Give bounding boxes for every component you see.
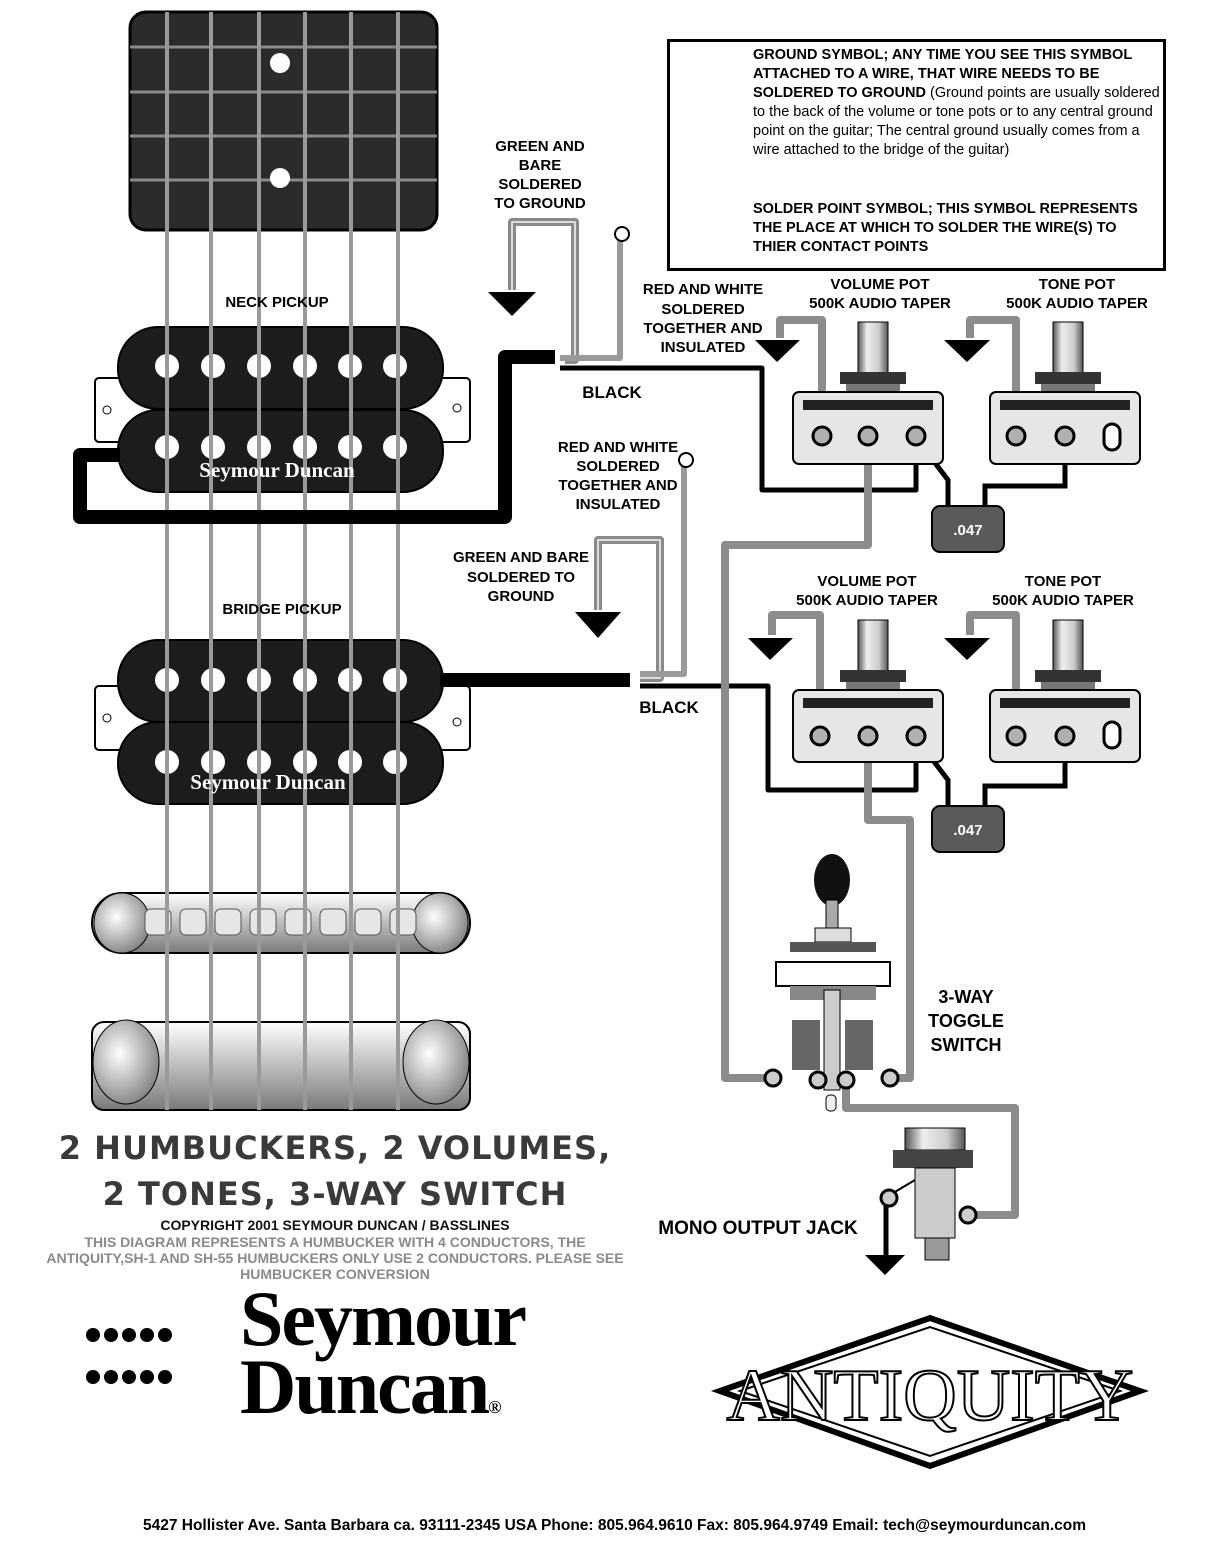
pot-wiring <box>721 316 1020 1219</box>
title-line-2: 2 TONES, 3-WAY SWITCH <box>102 1175 568 1213</box>
svg-text:GREEN AND BARE: GREEN AND BARE <box>453 549 589 566</box>
pickup-cables <box>73 350 630 687</box>
solder-point <box>809 422 1122 750</box>
copyright: COPYRIGHT 2001 SEYMOUR DUNCAN / BASSLINE… <box>160 1217 510 1233</box>
title-line-1: 2 HUMBUCKERS, 2 VOLUMES, <box>58 1129 612 1167</box>
neck-black-label: BLACK <box>582 383 642 402</box>
tone-pot-label-neck: TONE POT 500K AUDIO TAPER <box>1006 276 1148 312</box>
svg-text:VOLUME POT: VOLUME POT <box>817 573 916 590</box>
cap-value-label-2: .047 <box>953 822 982 839</box>
ground-symbol <box>488 292 990 1275</box>
tune-o-matic-bridge <box>91 892 471 954</box>
neck-brand-label: Seymour Duncan <box>199 458 355 482</box>
svg-text:500K AUDIO TAPER: 500K AUDIO TAPER <box>992 592 1134 609</box>
svg-text:TO GROUND: TO GROUND <box>494 195 586 212</box>
svg-text:SOLDERED: SOLDERED <box>661 301 745 318</box>
output-jack-label: MONO OUTPUT JACK <box>658 1218 858 1239</box>
svg-text:TOGETHER AND: TOGETHER AND <box>558 477 677 494</box>
brand-line-2: Duncan <box>240 1343 490 1430</box>
registered-mark: ® <box>488 1397 502 1417</box>
svg-text:SWITCH: SWITCH <box>931 1035 1002 1055</box>
legend-ground-heading: GROUND SYMBOL; ANY TIME YOU SEE THIS SYM… <box>753 47 1132 101</box>
neck-pickup-label: NECK PICKUP <box>225 294 328 311</box>
output-jack <box>879 1127 978 1261</box>
svg-text:BARE: BARE <box>519 157 562 174</box>
bridge-ground-label: GREEN AND BARE SOLDERED TO GROUND <box>453 549 589 605</box>
neck-ground-label: GREEN AND BARE SOLDERED TO GROUND <box>494 138 586 212</box>
svg-text:SOLDERED TO: SOLDERED TO <box>467 569 575 586</box>
svg-text:INSULATED: INSULATED <box>661 339 746 356</box>
footer-contact: 5427 Hollister Ave. Santa Barbara ca. 93… <box>142 1517 1087 1534</box>
legend-solder-text: SOLDER POINT SYMBOL; THIS SYMBOL REPRESE… <box>753 201 1138 255</box>
tone-pot-label-bridge: TONE POT 500K AUDIO TAPER <box>992 573 1134 609</box>
svg-text:INSULATED: INSULATED <box>576 496 661 513</box>
svg-text:500K AUDIO TAPER: 500K AUDIO TAPER <box>1006 295 1148 312</box>
seymour-duncan-logo-mark <box>70 1320 212 1392</box>
svg-text:3-WAY: 3-WAY <box>938 987 993 1007</box>
bridge-brand-label: Seymour Duncan <box>190 770 346 794</box>
bridge-pickup-label: BRIDGE PICKUP <box>222 601 341 618</box>
cap-value-label-1: .047 <box>953 522 982 539</box>
svg-text:RED AND WHITE: RED AND WHITE <box>558 439 678 456</box>
svg-text:RED AND WHITE: RED AND WHITE <box>643 281 763 298</box>
svg-text:TOGGLE: TOGGLE <box>928 1011 1004 1031</box>
svg-text:VOLUME POT: VOLUME POT <box>830 276 929 293</box>
svg-text:TONE POT: TONE POT <box>1039 276 1115 293</box>
svg-text:NECK PICKUP: NECK PICKUP <box>225 294 328 311</box>
neck-pickup-leads <box>508 218 919 493</box>
svg-text:BRIDGE PICKUP: BRIDGE PICKUP <box>222 601 341 618</box>
title-block: 2 HUMBUCKERS, 2 VOLUMES, 2 TONES, 3-WAY … <box>40 1125 630 1282</box>
svg-text:TONE POT: TONE POT <box>1025 573 1101 590</box>
legend-ground-detail: (Ground points are usually soldered to t… <box>753 85 1160 158</box>
svg-text:500K AUDIO TAPER: 500K AUDIO TAPER <box>809 295 951 312</box>
toggle-switch-label: 3-WAY TOGGLE SWITCH <box>928 987 1004 1055</box>
svg-text:SOLDERED: SOLDERED <box>576 458 660 475</box>
svg-text:ANTIQUITY: ANTIQUITY <box>727 1355 1134 1437</box>
toggle-switch <box>763 854 900 1112</box>
bridge-humbucker <box>94 639 471 805</box>
seymour-duncan-wordmark: Seymour Duncan® <box>240 1275 527 1441</box>
bridge-hot-label: RED AND WHITE SOLDERED TOGETHER AND INSU… <box>558 439 678 513</box>
brand-line-1: Seymour <box>240 1275 527 1362</box>
legend-ground-text: GROUND SYMBOL; ANY TIME YOU SEE THIS SYM… <box>753 46 1163 160</box>
guitar-strings <box>165 12 400 1110</box>
volume-pot-label-neck: VOLUME POT 500K AUDIO TAPER <box>809 276 951 312</box>
bridge-black-label: BLACK <box>639 698 699 717</box>
capacitor <box>931 505 1005 853</box>
svg-text:GREEN AND: GREEN AND <box>495 138 585 155</box>
neck-position-pickup-top <box>128 10 439 232</box>
svg-text:TOGETHER AND: TOGETHER AND <box>643 320 762 337</box>
conductor-note: THIS DIAGRAM REPRESENTS A HUMBUCKER WITH… <box>46 1234 624 1282</box>
antiquity-logo: ANTIQUITY <box>710 1314 1150 1470</box>
neck-hot-label: RED AND WHITE SOLDERED TOGETHER AND INSU… <box>643 281 763 356</box>
svg-text:SOLDERED: SOLDERED <box>498 176 582 193</box>
svg-text:GROUND: GROUND <box>488 588 555 605</box>
legend: GROUND SYMBOL; ANY TIME YOU SEE THIS SYM… <box>667 39 1166 271</box>
volume-pot-label-bridge: VOLUME POT 500K AUDIO TAPER <box>796 573 938 609</box>
svg-text:500K AUDIO TAPER: 500K AUDIO TAPER <box>796 592 938 609</box>
stopbar-tailpiece <box>91 1019 471 1111</box>
